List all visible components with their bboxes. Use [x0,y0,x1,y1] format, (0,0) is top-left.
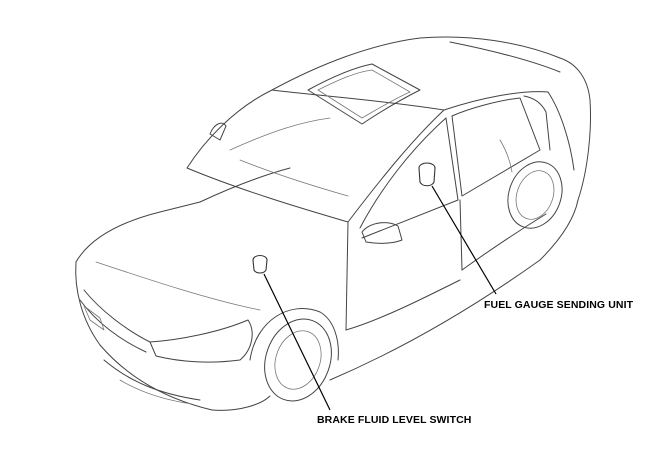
fuel-callout-leader-line [431,185,497,295]
fuel-gauge-sending-unit-icon [418,162,436,187]
car-body-outline [75,36,591,411]
fuel-gauge-sending-unit-label: FUEL GAUGE SENDING UNIT [484,299,634,311]
brake-callout-leader-line [263,273,331,411]
brake-fluid-level-switch-icon [252,254,268,274]
brake-fluid-level-switch-label: BRAKE FLUID LEVEL SWITCH [317,414,472,426]
